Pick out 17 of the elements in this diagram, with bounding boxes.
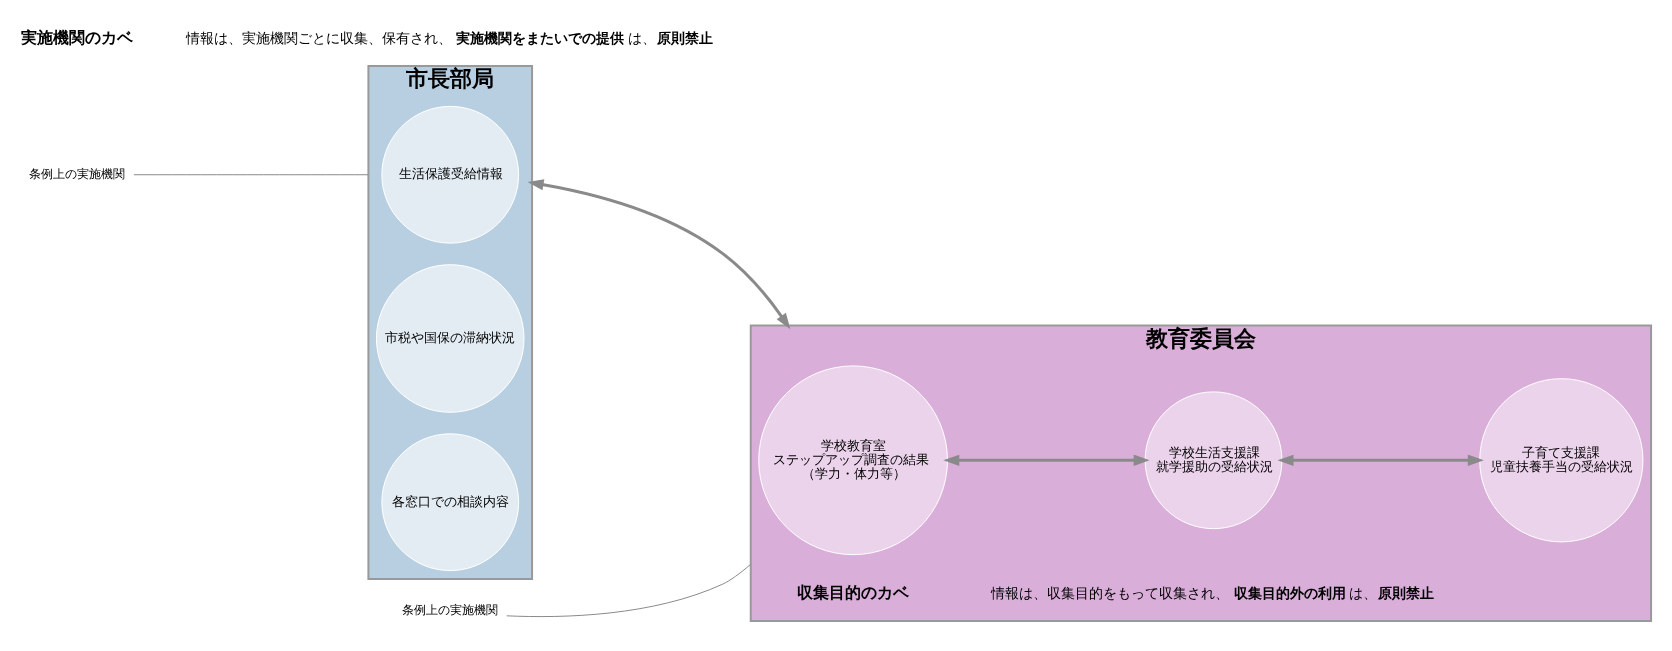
node-circle: 学校生活支援課 就学援助の受給状況 bbox=[1144, 391, 1283, 530]
node-circle: 学校教育室 ステップアップ調査の結果 （学力・体力等） bbox=[758, 365, 948, 556]
node-text: 条例上の実施機関 bbox=[401, 603, 498, 618]
label: 収集目的のカベ bbox=[796, 582, 909, 602]
node-circle: 市税や国保の滞納状況 bbox=[375, 264, 525, 413]
arrow bbox=[527, 179, 791, 330]
connector bbox=[133, 174, 369, 176]
label: 実施機関のカベ bbox=[20, 27, 133, 47]
node-circle: 各窓口での相談内容 bbox=[381, 433, 520, 572]
node-circle: 子育て支援課 児童扶養手当の受給状況 bbox=[1479, 378, 1644, 543]
node-circle: 生活保護受給情報 bbox=[381, 105, 520, 244]
connector bbox=[506, 563, 752, 618]
node-text: 条例上の実施機関 bbox=[28, 166, 125, 181]
label: 情報は、実施機関ごとに収集、保有され、実施機関をまたいでの提供は、原則禁止 bbox=[185, 29, 713, 46]
label: 情報は、収集目的をもって収集され、収集目的外の利用は、原則禁止 bbox=[991, 584, 1434, 601]
arrow bbox=[1277, 454, 1484, 466]
arrow bbox=[943, 454, 1150, 466]
